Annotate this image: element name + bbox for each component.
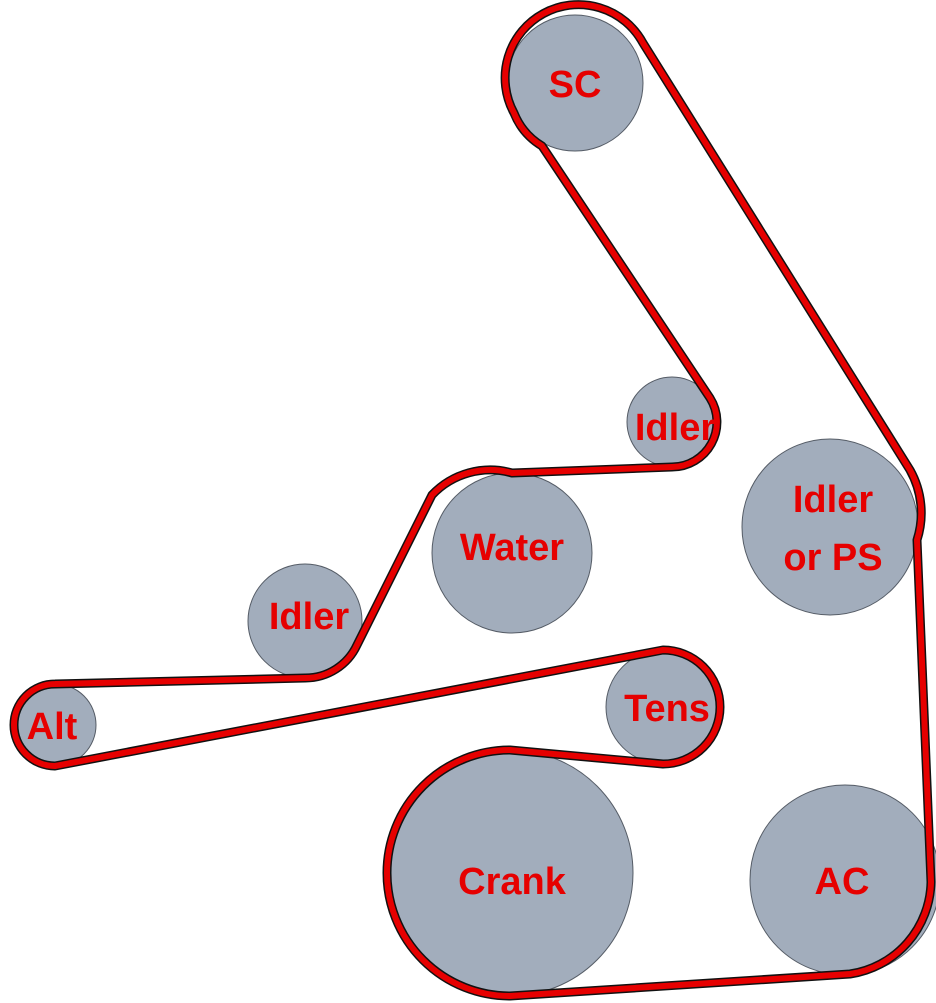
ac-label: AC [815, 861, 870, 903]
serpentine-belt [9, 0, 936, 1001]
crank-label: Crank [458, 861, 567, 903]
idler-top-label: Idler [635, 407, 715, 449]
idler-mid-label: Idler [269, 596, 349, 638]
idler-ps-label-line2: or PS [783, 537, 882, 579]
sc-label: SC [549, 64, 602, 106]
idler-ps-label-line1: Idler [793, 479, 873, 521]
alt-label: Alt [27, 706, 78, 748]
tens-label: Tens [624, 688, 710, 730]
idler-ps-pulley [741, 438, 919, 616]
water-label: Water [460, 527, 564, 569]
belt-red [11, 1, 934, 999]
